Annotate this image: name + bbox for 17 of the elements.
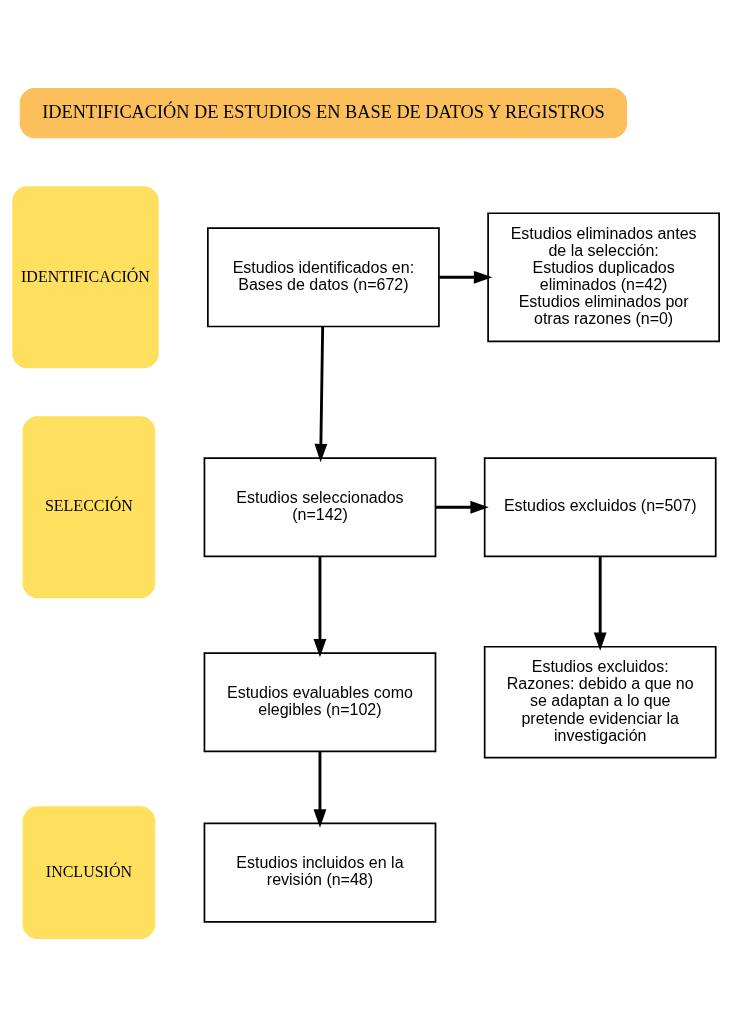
node-box: Estudios identificados en: Bases de datos (n=672) [207, 226, 440, 327]
arrow [313, 556, 327, 657]
node-box: INCLUSIÓN [22, 805, 156, 939]
node-box: SELECCIÓN [22, 415, 156, 598]
node-box: Estudios incluidos en la revisión (n=48) [203, 822, 437, 923]
node-box: Estudios seleccionados (n=142) [203, 456, 437, 557]
arrow [593, 556, 607, 651]
arrow [439, 270, 493, 284]
node-box: Estudios evaluables como elegibles (n=102) [203, 651, 437, 752]
arrow [436, 500, 489, 514]
node-box: IDENTIFICACIÓN DE ESTUDIOS EN BASE DE DATOS Y REGISTROS [19, 87, 628, 138]
node-box: Estudios excluidos: Razones: debido a que no se adaptan a lo que pretende evidenciar la investigación [483, 645, 717, 759]
node-box: Estudios eliminados antes de la selección: Estudios duplicados eliminados (n=42) Estudios eliminados por otras razones (n=0) [487, 211, 720, 342]
arrow [314, 326, 328, 462]
node-box: IDENTIFICACIÓN [12, 185, 159, 368]
arrow [313, 751, 327, 828]
node-box: Estudios excluidos (n=507) [483, 456, 717, 557]
